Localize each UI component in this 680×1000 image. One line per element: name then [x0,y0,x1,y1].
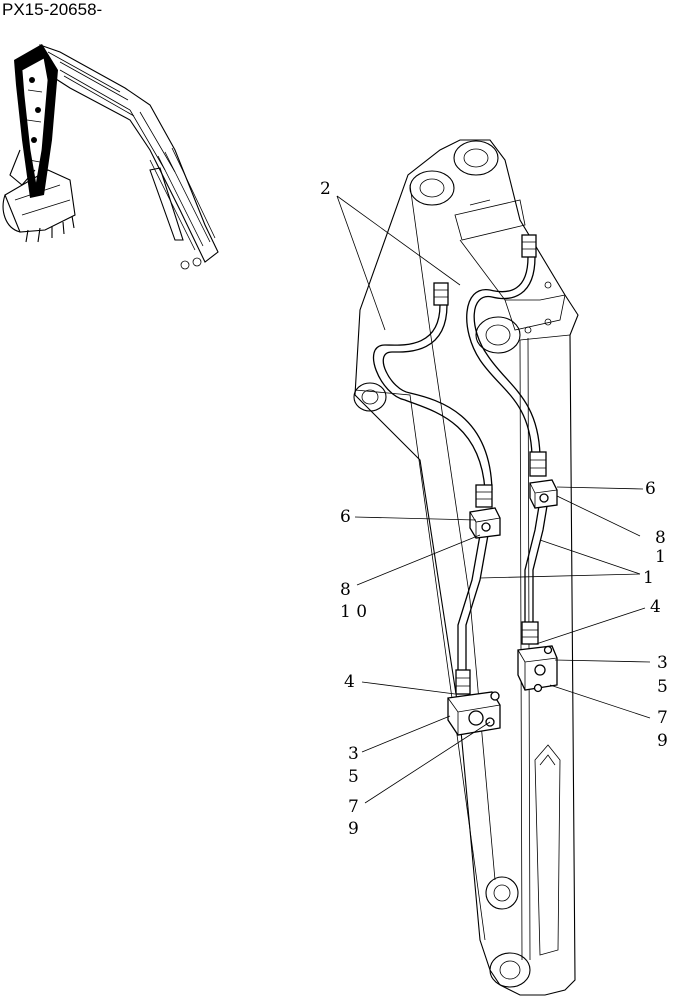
drawing-id: PX15-20658- [2,0,103,19]
callout-7-right: 7 [657,708,668,728]
callout-10-left: 1 0 [340,602,367,622]
callout-7-left: 7 [348,797,359,817]
leader-lines [336,195,651,804]
clamp-left [469,507,501,539]
callout-4-right: 4 [650,597,661,617]
callout-1: 1 [643,568,654,588]
callout-8-left: 8 [340,580,351,600]
callout-6-left: 6 [340,507,351,527]
callout-3-right: 3 [657,653,668,673]
callout-5-left: 5 [348,767,359,787]
block-right [517,645,558,693]
callout-4-left: 4 [344,672,355,692]
callout-1-right: 1 [655,547,666,567]
callout-2: 2 [320,179,331,199]
excavator-arm-thumbnail [2,44,219,270]
callout-9-right: 9 [657,731,668,751]
block-left [447,691,501,736]
callout-5-right: 5 [657,677,668,697]
callout-9-left: 9 [348,819,359,839]
hose-right [466,234,549,645]
callout-3-left: 3 [348,744,359,764]
callout-8-right: 8 [655,528,666,548]
arm-structure [353,139,579,996]
callouts: 2 6 8 1 0 1 6 8 1 4 3 5 7 9 4 3 5 7 9 [320,179,668,839]
hose-left [373,282,493,695]
clamp-right [529,479,558,509]
callout-6-right: 6 [645,479,656,499]
